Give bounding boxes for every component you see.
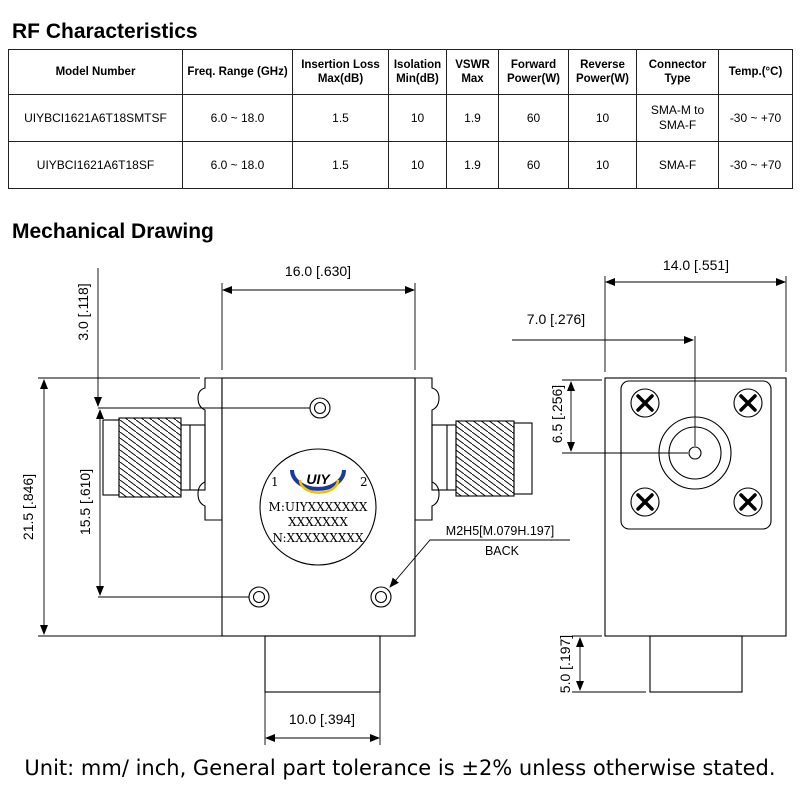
label-disc — [259, 448, 377, 566]
table-row: UIYBCI1621A6T18SMTSF 6.0 ~ 18.0 1.5 10 1… — [8, 94, 793, 142]
dim-mount-offset: 3.0 [.118] — [75, 283, 91, 340]
label-line-serial: N:XXXXXXXXX — [272, 531, 363, 545]
label-line-model: M:UIYXXXXXXX — [269, 500, 368, 514]
logo-swoosh — [290, 469, 346, 491]
side-body — [604, 377, 787, 637]
cell-insertion-loss: 1.5 — [292, 141, 389, 189]
cell-forward-power: 60 — [498, 94, 569, 142]
cell-reverse-power: 10 — [568, 141, 637, 189]
cell-isolation: 10 — [388, 141, 447, 189]
dim-side-connector-height: 6.5 [.256] — [549, 385, 565, 443]
mechanical-drawing-title: Mechanical Drawing — [12, 220, 214, 243]
cell-temperature: -30 ~ +70 — [718, 94, 793, 142]
mount-hole-bottom-right — [370, 586, 392, 608]
units-footnote: Unit: mm/ inch, General part tolerance i… — [24, 756, 776, 780]
screw-bottom-right — [733, 487, 763, 517]
dim-hole-spacing: 15.5 [.610] — [77, 469, 93, 535]
hole-thread-note-sub: BACK — [485, 544, 520, 558]
header-isolation: Isolation Min(dB) — [388, 49, 447, 95]
cell-connector-type: SMA-M to SMA-F — [636, 94, 719, 142]
side-flange — [620, 380, 772, 530]
table-header-row: Model Number Freq. Range (GHz) Insertion… — [8, 49, 793, 95]
cell-freq-range: 6.0 ~ 18.0 — [182, 141, 293, 189]
header-freq-range: Freq. Range (GHz) — [182, 49, 293, 95]
label-line-code: XXXXXXX — [288, 515, 348, 529]
header-connector-type: Connector Type — [636, 49, 719, 95]
dim-top-width: 16.0 [.630] — [285, 263, 351, 279]
right-connector — [431, 420, 533, 497]
mechanical-drawing: UIY 1 2 M:UIYXXXXXXX XXXXXXX N:XXXXXXXXX… — [20, 257, 787, 745]
header-reverse-power: Reverse Power(W) — [568, 49, 637, 95]
cell-model-number: UIYBCI1621A6T18SF — [8, 141, 183, 189]
hole-thread-note: M2H5[M.079H.197] — [446, 524, 554, 538]
port-2-label: 2 — [360, 475, 368, 489]
side-view — [604, 377, 787, 693]
uiy-logo: UIY — [290, 469, 346, 494]
cell-vswr: 1.9 — [446, 141, 499, 189]
cell-freq-range: 6.0 ~ 18.0 — [182, 94, 293, 142]
logo-text: UIY — [306, 471, 331, 487]
dim-overall-height: 21.5 [.846] — [20, 474, 36, 540]
cell-forward-power: 60 — [498, 141, 569, 189]
header-temperature: Temp.(°C) — [718, 49, 793, 95]
cell-insertion-loss: 1.5 — [292, 94, 389, 142]
bottom-connector — [264, 635, 381, 693]
front-view — [102, 377, 533, 693]
screw-top-right — [733, 388, 763, 418]
cell-temperature: -30 ~ +70 — [718, 141, 793, 189]
left-connector — [102, 417, 206, 498]
header-vswr: VSWR Max — [446, 49, 499, 95]
header-forward-power: Forward Power(W) — [498, 49, 569, 95]
port-1-label: 1 — [271, 475, 279, 489]
dim-side-connector-depth: 5.0 [.197] — [557, 635, 573, 693]
cell-model-number: UIYBCI1621A6T18SMTSF — [8, 94, 183, 142]
screw-bottom-left — [630, 487, 660, 517]
front-dimension-lines — [38, 268, 570, 745]
table-row: UIYBCI1621A6T18SF 6.0 ~ 18.0 1.5 10 1.9 … — [8, 141, 793, 189]
header-model-number: Model Number — [8, 49, 183, 95]
header-insertion-loss: Insertion Loss Max(dB) — [292, 49, 389, 95]
cell-vswr: 1.9 — [446, 94, 499, 142]
dim-side-width: 14.0 [.551] — [663, 257, 729, 273]
cell-connector-type: SMA-F — [636, 141, 719, 189]
screw-top-left — [630, 388, 660, 418]
dim-bottom-width: 10.0 [.394] — [289, 711, 355, 727]
rf-spec-table: Model Number Freq. Range (GHz) Insertion… — [8, 49, 793, 189]
left-tab — [197, 377, 223, 521]
cell-isolation: 10 — [388, 94, 447, 142]
cell-reverse-power: 10 — [568, 94, 637, 142]
rf-characteristics-title: RF Characteristics — [12, 20, 198, 43]
side-bottom-stub — [649, 635, 743, 693]
side-dimension-lines — [512, 276, 787, 693]
dim-side-center: 7.0 [.276] — [527, 311, 585, 327]
right-tab — [414, 377, 440, 521]
